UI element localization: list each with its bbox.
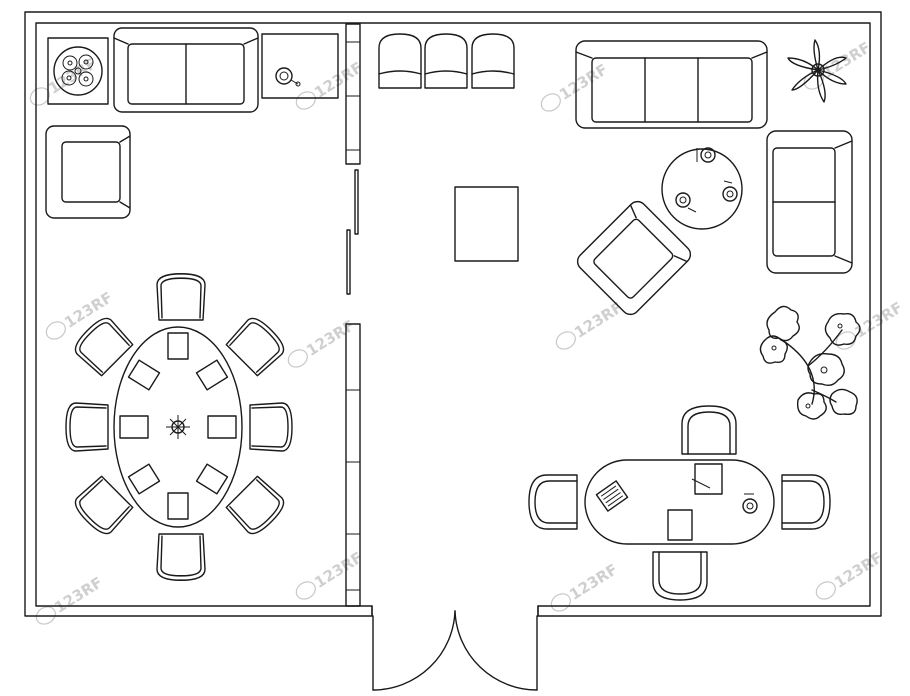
walls [24, 11, 882, 617]
svg-text:123RF: 123RF [556, 60, 611, 103]
entrance-door[interactable] [372, 610, 538, 691]
watermark: 123RF [295, 58, 366, 110]
partition-wall [345, 23, 361, 607]
office-chair [652, 551, 708, 601]
svg-text:123RF: 123RF [51, 573, 106, 616]
office-chair [528, 474, 578, 530]
sofa-three-seat [575, 40, 768, 129]
svg-text:123RF: 123RF [311, 548, 366, 591]
watermark: 123RF [45, 288, 116, 340]
document-icon [595, 480, 629, 512]
svg-text:123RF: 123RF [61, 288, 116, 331]
sliding-door[interactable] [346, 169, 359, 295]
flower-pot [47, 37, 109, 105]
sofa-two-seat [113, 27, 259, 113]
dining-chair [224, 474, 290, 540]
svg-text:123RF: 123RF [819, 38, 874, 81]
paper-sheet [694, 463, 723, 495]
door-swing-left [372, 610, 456, 691]
place-setting-icon [675, 192, 697, 213]
dining-chair [224, 312, 290, 378]
watermark: 123RF [555, 298, 626, 350]
svg-text:123RF: 123RF [851, 298, 906, 341]
dining-chair [156, 533, 206, 581]
office-chair [681, 405, 737, 455]
flower-icon [61, 54, 94, 87]
armchair-left [45, 125, 131, 219]
dining-chair [65, 402, 109, 452]
coffee-table-round [661, 147, 743, 230]
dining-chair [156, 273, 206, 321]
watermark: 123RF [815, 548, 886, 600]
meeting-table [584, 459, 775, 545]
side-table [261, 33, 339, 99]
place-setting-icon [696, 147, 716, 163]
meeting-chairs [528, 405, 831, 601]
svg-text:123RF: 123RF [831, 548, 886, 591]
watermark: 123RF [540, 60, 611, 112]
waiting-chairs [378, 33, 515, 89]
svg-text:123RF: 123RF [303, 316, 358, 359]
armchair-angled [576, 200, 692, 316]
watermark: 123RF [835, 298, 906, 350]
centerpiece-icon [166, 415, 190, 439]
svg-text:123RF: 123RF [566, 560, 621, 603]
loveseat [766, 130, 853, 274]
cup-icon [275, 67, 301, 87]
tree-icon [759, 305, 861, 420]
bonsai-tree [759, 305, 861, 420]
cup-icon [742, 493, 758, 514]
plant-icon [787, 39, 847, 103]
door-swing-right [454, 610, 538, 691]
lounge-chair [471, 33, 515, 89]
paper-sheet [667, 509, 693, 541]
dining-chair [249, 402, 293, 452]
palm-plant [787, 39, 847, 103]
watermark: 123RF [295, 548, 366, 600]
lounge-chair [378, 33, 422, 89]
watermark: 123RF [35, 573, 106, 625]
watermark: 123RF [550, 560, 621, 612]
dining-table-oval [113, 326, 243, 528]
place-setting-icon [722, 180, 738, 202]
dining-chair [69, 474, 135, 540]
rug [454, 186, 519, 262]
placemats [119, 332, 237, 520]
lounge-chair [424, 33, 468, 89]
office-chair [781, 474, 831, 530]
